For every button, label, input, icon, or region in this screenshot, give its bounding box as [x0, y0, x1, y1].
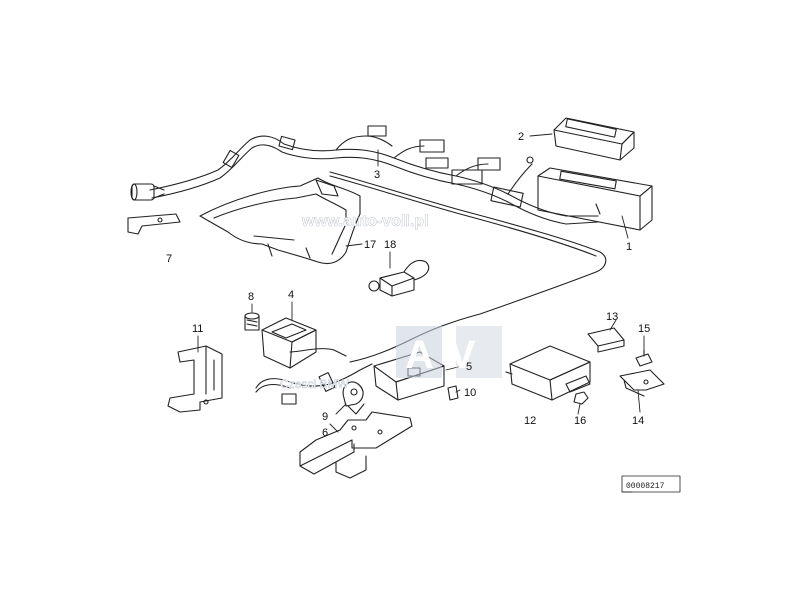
- control-unit-1: [537, 167, 653, 231]
- callout-2: 2: [518, 131, 524, 143]
- callout-3: 3: [374, 169, 380, 181]
- mounting-plate-6: [299, 411, 413, 479]
- holder-14: [619, 369, 665, 397]
- watermark-caption: Czesci BMW: [280, 377, 349, 391]
- callout-10: 10: [464, 387, 476, 399]
- callout-11: 11: [192, 323, 203, 335]
- reference-number: 00008217: [626, 482, 665, 491]
- callout-6: 6: [322, 427, 328, 439]
- screw-10: [447, 385, 459, 401]
- watermark-site: www.auto-voll.pl: [301, 213, 429, 230]
- pad-13: [587, 327, 625, 353]
- callout-17: 17: [364, 239, 376, 251]
- wiring-harness: [149, 125, 599, 225]
- screw-8: [244, 312, 260, 331]
- callouts: 1 2 3 4 5 6 7 8 9 10 11 12 13 14 15 16 1…: [166, 131, 650, 439]
- watermark-logo: AV: [396, 326, 502, 378]
- callout-4: 4: [288, 289, 294, 301]
- callout-14: 14: [632, 415, 644, 427]
- nut-16: [573, 391, 589, 405]
- callout-5: 5: [466, 361, 472, 373]
- relay-module-4: [261, 317, 347, 369]
- clip-9: [342, 381, 365, 415]
- callout-12: 12: [524, 415, 536, 427]
- bracket-7: [127, 213, 181, 235]
- callout-18: 18: [384, 239, 396, 251]
- callout-9: 9: [322, 411, 328, 423]
- cable-duct-17: [199, 177, 361, 265]
- bracket-11: [167, 345, 223, 413]
- leader-lines: [197, 133, 645, 433]
- reference-box: [621, 475, 681, 493]
- wire-loop: [255, 363, 373, 405]
- sensor-18: [368, 259, 430, 297]
- harness-plug-left: [130, 183, 165, 201]
- callout-16: 16: [574, 415, 586, 427]
- callout-8: 8: [248, 291, 254, 303]
- watermark-logo-letters: AV: [405, 333, 494, 377]
- control-module-12: [505, 345, 591, 401]
- callout-15: 15: [638, 323, 650, 335]
- callout-13: 13: [606, 311, 618, 323]
- display-unit-2: [553, 117, 635, 161]
- callout-1: 1: [626, 241, 632, 253]
- callout-7: 7: [166, 253, 172, 265]
